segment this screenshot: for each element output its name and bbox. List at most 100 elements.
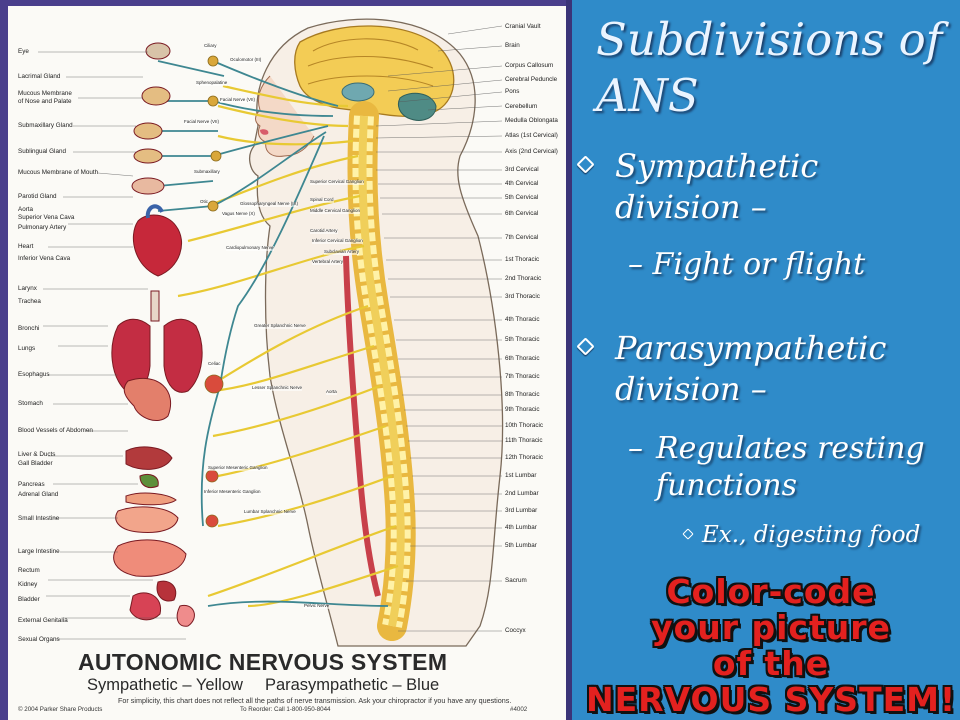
chart-label-7th-thoracic: 7th Thoracic (505, 373, 540, 380)
chart-label-large-intestine: Large Intestine (18, 548, 60, 555)
organs (111, 42, 203, 627)
chart-label-5th-thoracic: 5th Thoracic (505, 336, 540, 343)
chart-label-medulla-oblongata: Medulla Oblongata (505, 117, 558, 124)
chart-label-cerebellum: Cerebellum (505, 103, 538, 110)
chart-label-pulmonary-artery: Pulmonary Artery (18, 224, 67, 231)
chart-label-larynx: Larynx (18, 285, 37, 292)
small-intestine-organ (115, 506, 179, 533)
sub-bullet-resting: – Regulates resting functions (628, 430, 928, 504)
chart-label-4th-cervical: 4th Cervical (505, 180, 539, 187)
bullet-parasympathetic-label: Parasympathetic division – (615, 329, 887, 408)
color-code-callout: Color-code your picture of the NERVOUS S… (586, 574, 956, 718)
frame-top-border (0, 0, 570, 6)
spinal-column (347, 101, 416, 641)
chart-label-nose-palate: of Nose and Palate (18, 98, 72, 105)
chart-label-6th-thoracic: 6th Thoracic (505, 355, 540, 362)
chart-label-9th-thoracic: 9th Thoracic (505, 406, 540, 413)
frame-left-border (0, 0, 8, 720)
dash-icon: – (628, 247, 653, 282)
chart-label-sublingual-gland: Sublingual Gland (18, 148, 66, 155)
chart-label-heart: Heart (18, 243, 34, 250)
chart-label-atlas: Atlas (1st Cervical) (505, 132, 558, 139)
chart-label-eye: Eye (18, 48, 29, 55)
chart-label-lacrimal-gland: Lacrimal Gland (18, 73, 61, 80)
chart-label-trachea: Trachea (18, 298, 41, 305)
nerve-label-ciliary: Ciliary (204, 43, 217, 49)
chart-label-corpus-callosum: Corpus Callosum (505, 62, 554, 69)
large-intestine-organ (113, 539, 187, 577)
heart-organ (132, 214, 183, 277)
slide-title: Subdivisions of ANS (596, 13, 943, 122)
nerve-label-greater-splanchnic: Greater Splanchnic Nerve (254, 323, 306, 329)
nervous-system-chart: Eye Lacrimal Gland Mucous Membrane of No… (8, 6, 566, 720)
chart-label-10th-thoracic: 10th Thoracic (505, 422, 544, 429)
nerve-label-lumbar-splanchnic: Lumbar Splanchnic Nerve (244, 509, 296, 515)
callout-line-4: NERVOUS SYSTEM! (586, 680, 957, 719)
chart-label-1st-lumbar: 1st Lumbar (505, 472, 537, 479)
callout-line-1: Color-code (666, 572, 876, 611)
frame-separator (566, 0, 572, 720)
chart-label-stomach: Stomach (18, 400, 43, 407)
bullet-sympathetic: Sympathetic division – (576, 146, 925, 228)
chart-label-4th-thoracic: 4th Thoracic (505, 316, 540, 323)
nerve-label-facial-nerve-2: Facial Nerve (VII) (184, 119, 220, 125)
chart-product-number: #4002 (510, 706, 528, 713)
chart-label-2nd-lumbar: 2nd Lumbar (505, 490, 539, 497)
chart-label-11th-thoracic: 11th Thoracic (505, 437, 543, 444)
chart-label-7th-cervical: 7th Cervical (505, 234, 539, 241)
chart-label-small-intestine: Small Intestine (18, 515, 60, 522)
nerve-label-glossopharyngeal: Glossopharyngeal Nerve (IX) (240, 201, 299, 207)
nerve-label-superior-cervical-ganglion: Superior Cervical Ganglion (310, 179, 364, 185)
chart-label-mucous-membrane: Mucous Membrane (18, 90, 72, 97)
callout-line-3: of the (712, 644, 830, 683)
sub-bullet-fight-flight: – Fight or flight (628, 246, 865, 284)
nerve-label-oculomotor: Oculomotor (III) (230, 57, 262, 63)
chart-label-blood-vessels-abdomen: Blood Vessels of Abdomen (18, 427, 93, 434)
chart-label-superior-vena-cava: Superior Vena Cava (18, 214, 75, 221)
chart-label-12th-thoracic: 12th Thoracic (505, 454, 544, 461)
nerve-label-vagus-nerve: Vagus Nerve (X) (222, 211, 255, 217)
chart-label-2nd-thoracic: 2nd Thoracic (505, 275, 542, 282)
nerve-label-middle-cervical-ganglion: Middle Cervical Ganglion (310, 208, 361, 214)
nerve-label-inferior-mesenteric-ganglion: Inferior Mesenteric Ganglion (204, 489, 261, 495)
callout-line-2: your picture (651, 608, 891, 647)
chart-label-5th-lumbar: 5th Lumbar (505, 542, 537, 549)
chart-label-sacrum: Sacrum (505, 577, 527, 584)
aorta-vessel (343, 255, 381, 597)
nerve-label-lesser-splanchnic: Lesser Splanchnic Nerve (252, 385, 303, 391)
chart-label-external-genitalia: External Genitalia (18, 617, 68, 624)
chart-label-pancreas: Pancreas (18, 481, 45, 488)
ganglia (204, 55, 224, 528)
chart-label-3rd-lumbar: 3rd Lumbar (505, 507, 538, 514)
chart-label-3rd-thoracic: 3rd Thoracic (505, 293, 540, 300)
chart-label-8th-thoracic: 8th Thoracic (505, 391, 540, 398)
nerve-label-pelvic-nerve: Pelvic Nerve (304, 603, 330, 609)
left-leader-lines (38, 51, 186, 640)
chart-label-aorta: Aorta (18, 206, 34, 213)
corpus-callosum (341, 82, 375, 102)
chart-label-1st-thoracic: 1st Thoracic (505, 256, 540, 263)
legend-sympathetic: Sympathetic – Yellow (87, 676, 243, 694)
chart-label-kidney: Kidney (18, 581, 38, 588)
chart-label-lungs: Lungs (18, 345, 36, 352)
sub-sub-bullet-digesting: Ex., digesting food (682, 520, 920, 550)
nerve-label-carotid-artery: Carotid Artery (310, 228, 338, 234)
chart-label-bladder: Bladder (18, 596, 40, 603)
chart-label-adrenal-gland: Adrenal Gland (18, 491, 59, 498)
chart-legend: Sympathetic – Yellow Parasympathetic – Bl… (87, 676, 439, 695)
nerve-label-otic: Otic (200, 199, 209, 205)
sub-bullet-fight-flight-text: Fight or flight (652, 247, 866, 282)
right-leader-lines (375, 25, 503, 632)
chart-label-parotid-gland: Parotid Gland (18, 193, 57, 200)
chart-label-gall-bladder: Gall Bladder (18, 460, 53, 467)
legend-parasympathetic: Parasympathetic – Blue (264, 676, 440, 694)
nerve-label-spinal-cord: Spinal Cord (310, 197, 334, 203)
lips (260, 129, 269, 135)
sub-bullet-resting-text: Regulates resting functions (656, 431, 925, 503)
nerve-label-superior-mesenteric-ganglion: Superior Mesenteric Ganglion (208, 465, 268, 471)
chart-label-inferior-vena-cava: Inferior Vena Cava (18, 255, 71, 262)
chart-label-brain: Brain (505, 42, 520, 49)
bullet-parasympathetic: Parasympathetic division – (576, 328, 925, 410)
chart-label-bronchi: Bronchi (18, 325, 40, 332)
chart-label-cranial-vault: Cranial Vault (505, 23, 541, 30)
